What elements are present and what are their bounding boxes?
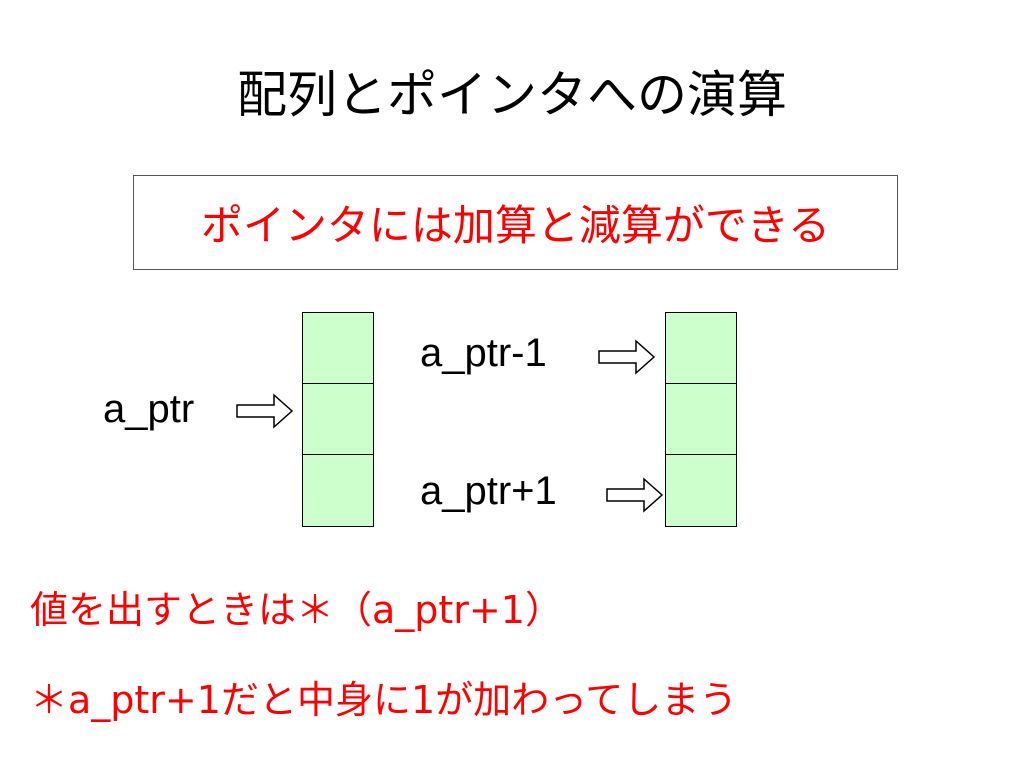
array-right [665, 312, 737, 527]
note-dereference-correct: 値を出すときは＊（a_ptr+1） [30, 588, 563, 632]
boxed-statement-text: ポインタには加算と減算ができる [200, 201, 831, 250]
label-a-ptr-minus-1: a_ptr-1 [420, 331, 547, 375]
note-dereference-wrong: ＊a_ptr+1だと中身に1が加わってしまう [30, 678, 738, 722]
hollow-right-arrow-icon [236, 393, 294, 429]
array-left-cell-1 [303, 384, 373, 455]
array-right-cell-0 [666, 313, 736, 384]
array-right-cell-2 [666, 455, 736, 526]
label-a-ptr-plus-1: a_ptr+1 [420, 469, 557, 513]
slide-title: 配列とポインタへの演算 [237, 66, 787, 124]
hollow-right-arrow-icon [598, 339, 656, 375]
label-a-ptr: a_ptr [103, 387, 195, 431]
hollow-right-arrow-icon [606, 477, 664, 513]
array-left [302, 312, 374, 527]
boxed-statement: ポインタには加算と減算ができる [133, 175, 898, 270]
array-right-cell-1 [666, 384, 736, 455]
array-left-cell-0 [303, 313, 373, 384]
array-left-cell-2 [303, 455, 373, 526]
